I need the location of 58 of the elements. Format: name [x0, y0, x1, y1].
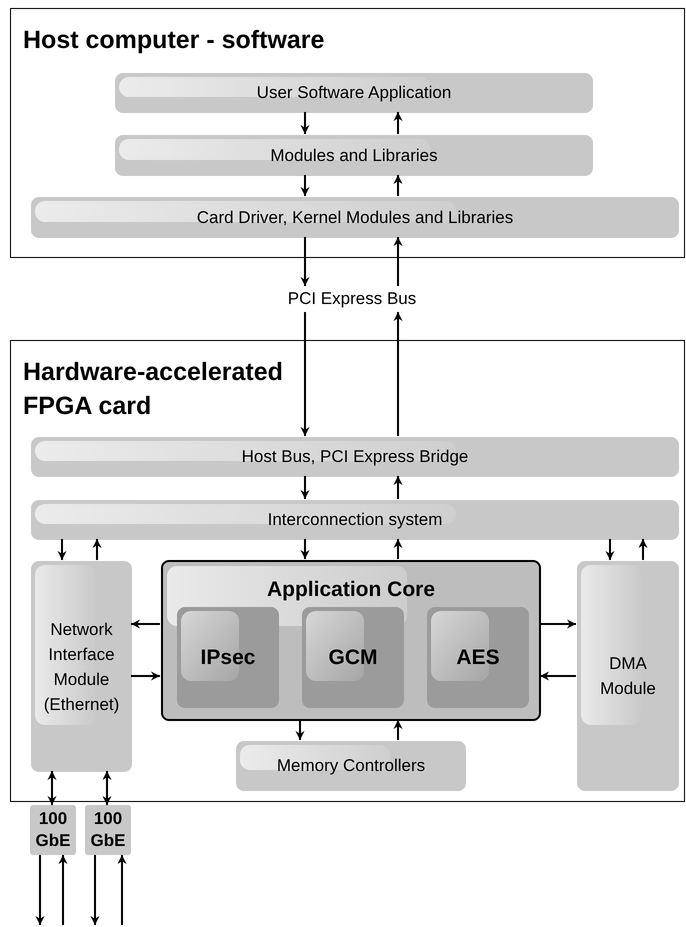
module-label: Network Interface Module (Ethernet) — [42, 618, 120, 716]
arrow — [300, 312, 310, 436]
arrow — [638, 539, 648, 560]
block-label: IPsec — [200, 644, 256, 671]
port-box: 100 GbE — [30, 805, 76, 855]
module-box — [31, 561, 132, 772]
arrow — [300, 539, 310, 559]
arrow — [58, 539, 66, 560]
module-label: DMA Module — [599, 653, 657, 700]
arrow — [131, 672, 160, 680]
layer-label: Modules and Libraries — [270, 144, 438, 167]
block-box — [302, 607, 404, 708]
layer-bar — [115, 73, 593, 113]
panel-title: Hardware-accelerated FPGA card — [23, 357, 284, 422]
layer-bar — [31, 437, 679, 477]
arrow — [394, 237, 402, 286]
arrow — [300, 112, 310, 134]
port-box: 100 GbE — [85, 805, 131, 855]
arrow — [92, 539, 102, 560]
block-box — [177, 607, 279, 708]
layer-bar — [115, 135, 593, 176]
arrow — [394, 476, 402, 499]
arrow — [300, 476, 310, 499]
arrow — [300, 175, 310, 196]
block-box — [427, 607, 529, 708]
arrow — [394, 175, 402, 196]
layer-label: Host Bus, PCI Express Bridge — [242, 446, 468, 468]
arrow — [540, 620, 576, 628]
layer-label: Interconnection system — [268, 509, 442, 532]
core-box — [161, 560, 541, 721]
block-label: GCM — [328, 644, 378, 671]
arrow — [102, 771, 112, 805]
layer-bar — [31, 197, 679, 238]
arrow — [58, 855, 68, 925]
arrow — [90, 855, 100, 925]
module-box — [577, 561, 679, 791]
arrow — [540, 672, 576, 680]
card-panel — [10, 340, 685, 802]
block-label: AES — [456, 644, 500, 671]
arrow — [394, 720, 402, 740]
arrow — [131, 620, 160, 628]
layer-bar — [31, 500, 679, 540]
core-title: Application Core — [266, 577, 436, 603]
layer-label: User Software Application — [256, 82, 452, 104]
layer-bar — [236, 741, 466, 791]
layer-label: Memory Controllers — [276, 755, 426, 778]
arrow — [300, 237, 310, 286]
arrow — [394, 112, 402, 134]
host-panel — [10, 8, 685, 258]
arrow — [606, 539, 614, 560]
panel-title: Host computer - software — [23, 25, 326, 56]
arrow — [36, 855, 44, 925]
arrow — [118, 855, 126, 925]
arrow — [394, 312, 402, 436]
layer-label: Card Driver, Kernel Modules and Libraries — [196, 206, 514, 229]
arrow — [48, 771, 56, 805]
arrow — [296, 720, 304, 740]
arrow — [394, 539, 402, 559]
